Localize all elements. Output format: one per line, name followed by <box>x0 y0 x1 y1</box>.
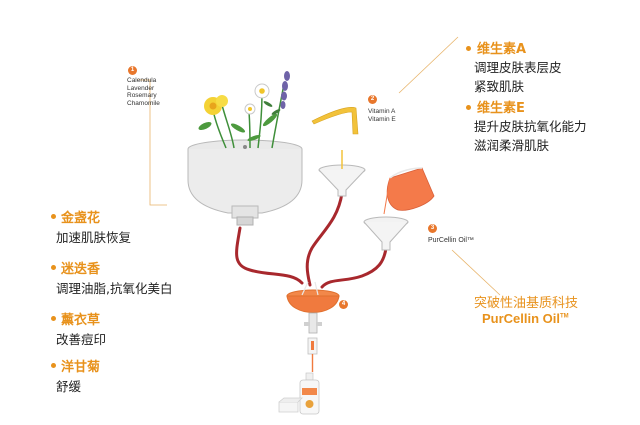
step-3-badge: 3 <box>428 224 437 233</box>
vitamin-desc: 紧致肌肤 <box>474 79 525 94</box>
tube-right <box>320 246 388 289</box>
vitamin-guide-line <box>398 36 459 94</box>
product-box <box>278 397 303 413</box>
herb-name: 洋甘菊 <box>61 360 101 375</box>
step-1-badge: 1 <box>128 66 137 75</box>
step-4-badge: 4 <box>339 300 348 309</box>
technology-brand: PurCellin Oil <box>482 311 561 326</box>
technology-title: 突破性油基质科技 <box>474 296 579 311</box>
step-3-label: PurCellin Oil™ <box>428 237 474 244</box>
vitamin-desc: 提升皮肤抗氧化能力 <box>474 119 587 134</box>
bullet-dot <box>51 316 56 321</box>
calendula-flower <box>204 95 228 115</box>
step-1-label: Calendula Lavender Rosemary Chamomile <box>127 77 160 107</box>
bullet-dot <box>466 105 471 110</box>
step-2-item: Vitamin E <box>368 115 396 123</box>
step-1-item: Calendula <box>127 77 157 84</box>
step-1-item: Lavender <box>127 84 155 92</box>
herb-desc: 加速肌肤恢复 <box>56 230 132 245</box>
step-2-label: Vitamin A Vitamin E <box>368 108 396 123</box>
step-1-item: Rosemary <box>127 92 157 99</box>
oil-flask <box>383 167 435 215</box>
step-2-item: Vitamin A <box>368 108 396 115</box>
bullet-dot <box>51 265 56 270</box>
right-funnel <box>363 216 409 251</box>
herb-name: 金盏花 <box>61 211 101 226</box>
herb-desc: 调理油脂,抗氧化美白 <box>56 281 173 296</box>
rosemary-sprig <box>263 101 281 115</box>
herb-name: 薰衣草 <box>61 313 101 328</box>
flower-bouquet <box>198 71 290 149</box>
tube-group <box>235 191 388 289</box>
step-2-badge: 2 <box>368 95 377 104</box>
step-1-item: Chamomile <box>127 99 160 107</box>
tube-middle <box>305 191 344 287</box>
tech-guide-line <box>451 249 501 296</box>
bullet-dot <box>466 46 471 51</box>
trademark-mark: TM <box>560 313 569 320</box>
bullet-dot <box>51 214 56 219</box>
bullet-dot <box>51 363 56 368</box>
vitamin-desc: 滋润柔滑肌肤 <box>474 138 550 153</box>
middle-funnel <box>318 150 366 197</box>
herb-funnel <box>187 139 303 226</box>
chamomile-flower <box>244 83 270 115</box>
product-bottle <box>299 372 320 415</box>
herb-desc: 改善痘印 <box>56 332 107 347</box>
mixing-bowl <box>286 281 340 372</box>
herb-guide-line <box>137 79 167 206</box>
herb-desc: 舒缓 <box>56 379 82 394</box>
vitamin-name: 维生素E <box>477 101 525 116</box>
vitamin-name: 维生素A <box>477 42 527 57</box>
technology-name: PurCellin OilTM <box>482 311 569 326</box>
herb-name: 迷迭香 <box>61 262 101 277</box>
tube-left <box>235 226 304 285</box>
lavender-flower <box>280 71 290 109</box>
vitamin-desc: 调理皮肤表层皮 <box>474 60 562 75</box>
vitamin-dropper <box>311 107 359 135</box>
